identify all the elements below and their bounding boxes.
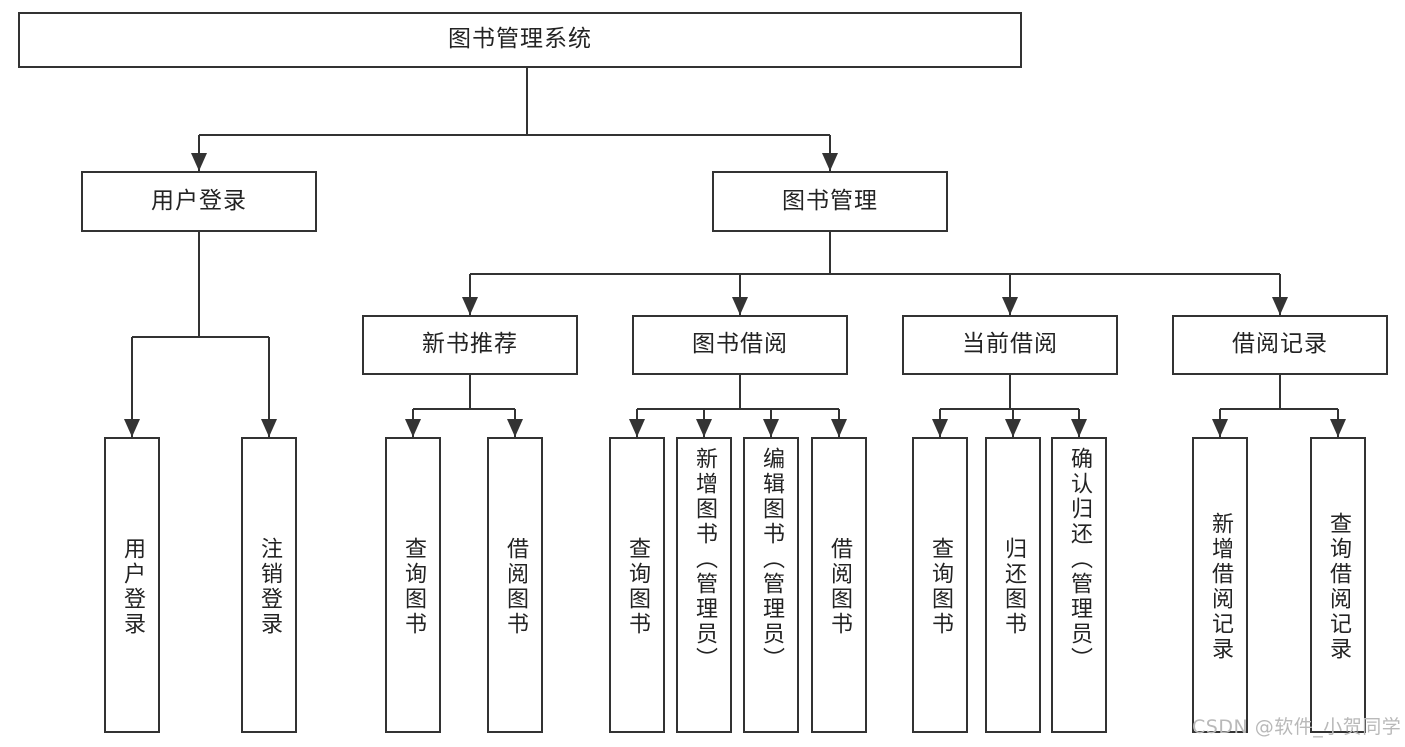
node-new-book-rec[interactable]: 新书推荐 xyxy=(362,315,578,375)
node-leaf-edit-book-label: 编辑图书（管理员） xyxy=(759,447,784,672)
node-leaf-logout-label: 注销登录 xyxy=(257,537,282,637)
node-user-login-label: 用户登录 xyxy=(151,187,247,214)
node-leaf-confirm-return[interactable]: 确认归还（管理员） xyxy=(1051,437,1107,733)
node-leaf-query-book-1-label: 查询图书 xyxy=(401,537,426,637)
node-leaf-add-record[interactable]: 新增借阅记录 xyxy=(1192,437,1248,733)
node-book-manage[interactable]: 图书管理 xyxy=(712,171,948,232)
node-leaf-borrow-book-2-label: 借阅图书 xyxy=(827,537,852,637)
node-root[interactable]: 图书管理系统 xyxy=(18,12,1022,68)
node-leaf-borrow-book-2[interactable]: 借阅图书 xyxy=(811,437,867,733)
node-leaf-query-book-2-label: 查询图书 xyxy=(625,537,650,637)
node-leaf-query-record-label: 查询借阅记录 xyxy=(1326,512,1351,662)
node-user-login[interactable]: 用户登录 xyxy=(81,171,317,232)
watermark-text: CSDN @软件_小贺同学 xyxy=(1192,716,1402,738)
node-leaf-query-book-2[interactable]: 查询图书 xyxy=(609,437,665,733)
node-leaf-query-book-3-label: 查询图书 xyxy=(928,537,953,637)
node-new-book-rec-label: 新书推荐 xyxy=(422,331,518,358)
node-leaf-query-book-3[interactable]: 查询图书 xyxy=(912,437,968,733)
node-current-borrow[interactable]: 当前借阅 xyxy=(902,315,1118,375)
node-root-label: 图书管理系统 xyxy=(448,26,592,53)
node-leaf-return-book[interactable]: 归还图书 xyxy=(985,437,1041,733)
node-leaf-user-login[interactable]: 用户登录 xyxy=(104,437,160,733)
node-leaf-query-book-1[interactable]: 查询图书 xyxy=(385,437,441,733)
node-leaf-add-record-label: 新增借阅记录 xyxy=(1208,512,1233,662)
node-borrow-record[interactable]: 借阅记录 xyxy=(1172,315,1388,375)
node-borrow-record-label: 借阅记录 xyxy=(1232,331,1328,358)
node-leaf-edit-book[interactable]: 编辑图书（管理员） xyxy=(743,437,799,733)
node-leaf-logout[interactable]: 注销登录 xyxy=(241,437,297,733)
node-leaf-borrow-book-1-label: 借阅图书 xyxy=(503,537,528,637)
node-book-manage-label: 图书管理 xyxy=(782,187,878,214)
node-leaf-user-login-label: 用户登录 xyxy=(120,537,145,637)
node-current-borrow-label: 当前借阅 xyxy=(962,331,1058,358)
node-leaf-add-book[interactable]: 新增图书（管理员） xyxy=(676,437,732,733)
node-book-borrow-label: 图书借阅 xyxy=(692,331,788,358)
node-leaf-confirm-return-label: 确认归还（管理员） xyxy=(1067,447,1092,672)
node-leaf-query-record[interactable]: 查询借阅记录 xyxy=(1310,437,1366,733)
node-leaf-return-book-label: 归还图书 xyxy=(1001,537,1026,637)
node-leaf-add-book-label: 新增图书（管理员） xyxy=(692,447,717,672)
node-leaf-borrow-book-1[interactable]: 借阅图书 xyxy=(487,437,543,733)
node-book-borrow[interactable]: 图书借阅 xyxy=(632,315,848,375)
